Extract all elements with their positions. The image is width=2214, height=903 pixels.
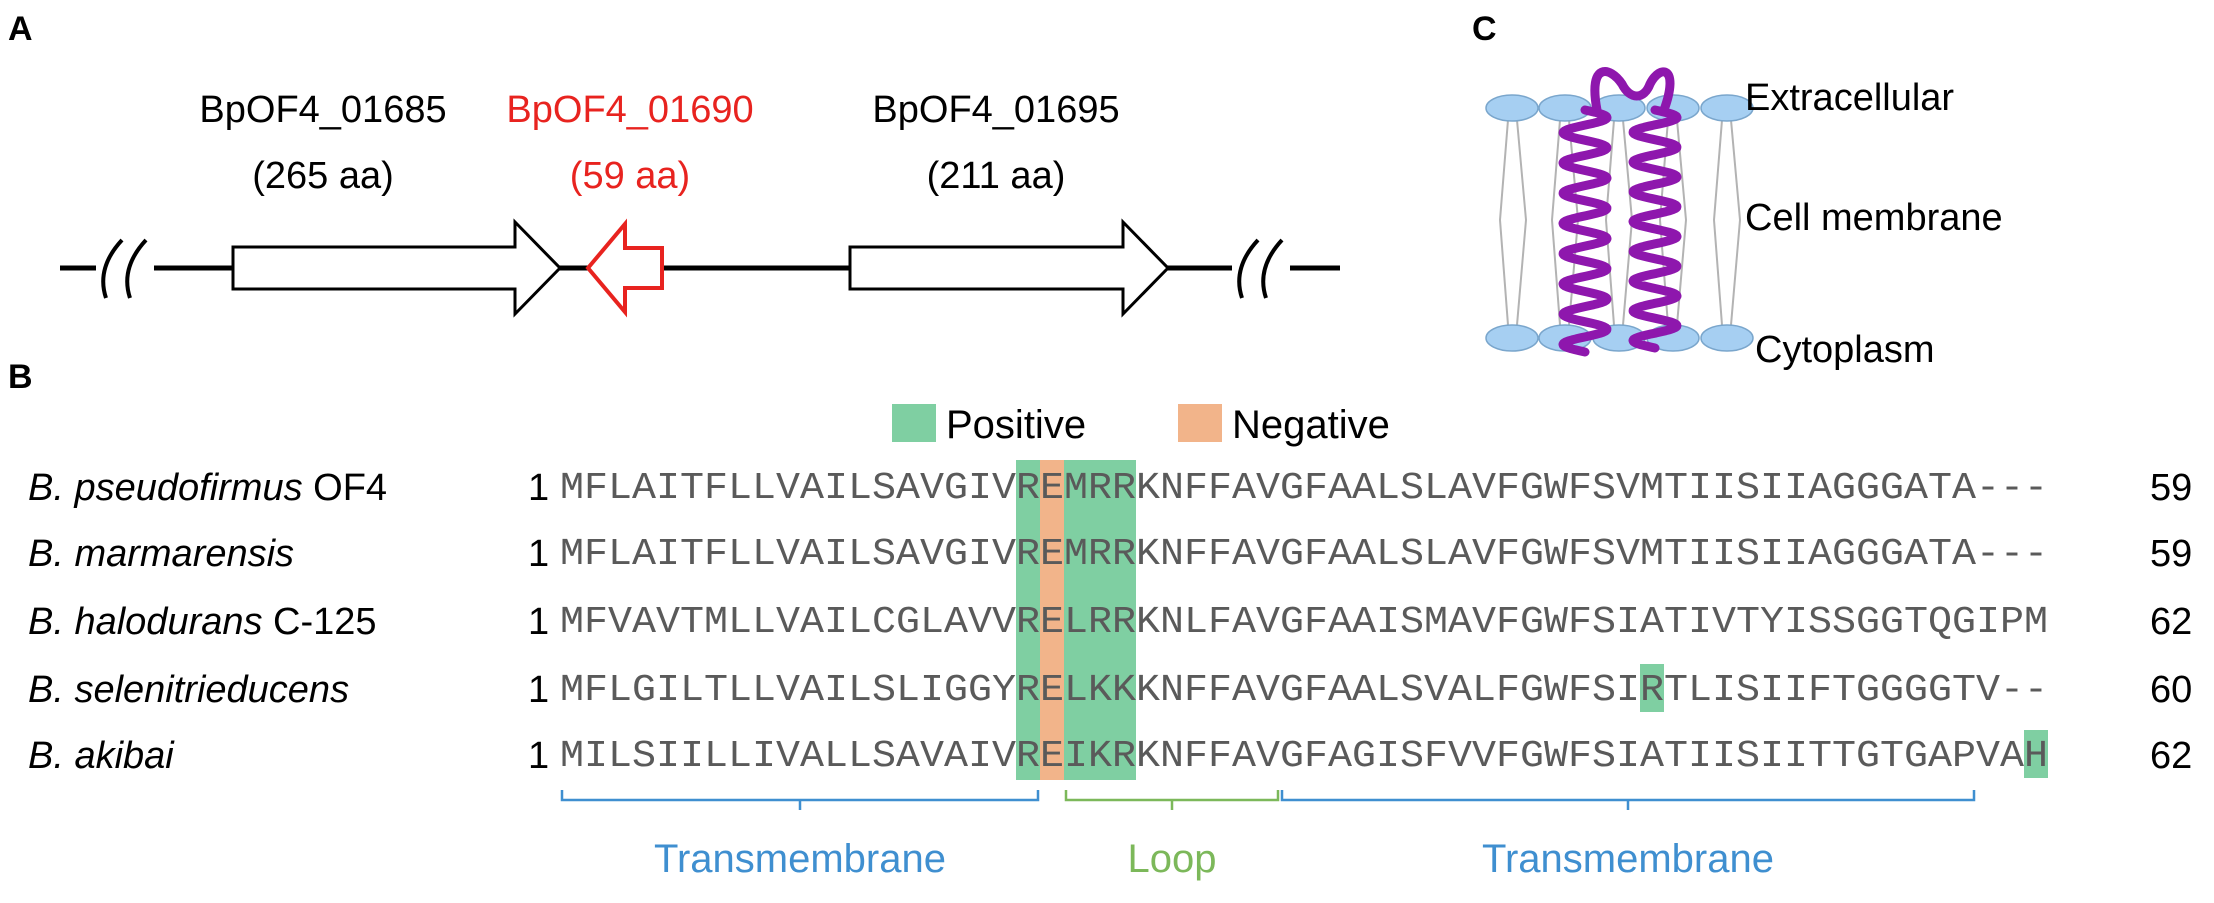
gene-arrow-3 [848,218,1171,318]
start-position: 1 [528,467,549,509]
lipid-heads [1485,94,1754,352]
panel-c-label: C [1472,10,1497,48]
gene-1-name: BpOF4_01685 [199,89,446,131]
lipid-tails [1498,119,1742,326]
species-name: B. halodurans C-125 [28,601,377,643]
region-bracket [560,790,1040,810]
break-mark-right-a [1237,238,1260,299]
lipid-head-top [1485,94,1539,122]
legend-negative-label: Negative [1232,403,1390,447]
cell-membrane-label: Cell membrane [1745,197,2003,239]
gene-2-length: (59 aa) [570,155,690,197]
sequence-row: MFLAITFLLVAILSAVGIVREMRRKNFFAVGFAALSLAVF… [560,467,2048,510]
gene-3-name: BpOF4_01695 [872,89,1119,131]
break-mark-right-b [1261,238,1284,299]
positive-residue-cell [2024,730,2048,778]
sequences: MFLAITFLLVAILSAVGIVREMRRKNFFAVGFAALSLAVF… [560,467,2048,778]
helix-left [1558,105,1612,357]
start-position: 1 [528,601,549,643]
residue-highlights [1016,460,2048,780]
lipid-head-top [1700,94,1754,122]
legend-positive-label: Positive [946,403,1086,447]
start-position: 1 [528,669,549,711]
gene-arrow-1 [231,218,563,318]
panel-b-label: B [8,358,33,396]
positive-residue-column [1088,460,1112,780]
gene-1-length: (265 aa) [252,155,394,197]
positive-residue-column [1016,460,1040,780]
extracellular-label: Extracellular [1745,77,1954,119]
end-position: 62 [2150,601,2192,643]
lipid-head-bottom [1485,324,1539,352]
sequence-row: MFLAITFLLVAILSAVGIVREMRRKNFFAVGFAALSLAVF… [560,533,2048,576]
end-position: 59 [2150,533,2192,575]
region-label-transmembrane-2: Transmembrane [1482,837,1774,881]
gene-arrow-2 [585,218,664,318]
positive-residue-cell [1640,664,1664,712]
cytoplasm-label: Cytoplasm [1755,329,1935,371]
species-name: B. marmarensis [28,533,294,575]
region-bracket [1064,790,1280,810]
helix-right [1628,105,1682,353]
panel-b: B Positive Negative B. pseudofirmus OF4 … [8,358,2192,881]
panel-c: C [1472,10,2003,371]
legend-positive-swatch [892,404,936,442]
end-position: 62 [2150,735,2192,777]
lipid-head-bottom [1700,324,1754,352]
gene-2-name: BpOF4_01690 [506,89,753,131]
legend-negative-swatch [1178,404,1222,442]
panel-a-label: A [8,10,33,48]
negative-residue-column [1040,460,1064,780]
end-position: 59 [2150,467,2192,509]
helix-connecting-loop [1590,67,1675,115]
end-position: 60 [2150,669,2192,711]
species-names: B. pseudofirmus OF4 B. marmarensis B. ha… [28,467,387,777]
region-brackets [560,790,1976,810]
panel-a: A BpOF4_01685 (265 aa) BpOF4_01690 (59 a… [8,10,1340,318]
positive-residue-column [1112,460,1136,780]
sequence-row: MFLGILTLLVAILSLIGGYRELKKKNFFAVGFAALSVALF… [560,669,2048,712]
species-name: B. akibai [28,735,175,777]
start-position: 1 [528,533,549,575]
region-label-loop: Loop [1128,837,1217,881]
gene-3-length: (211 aa) [927,155,1066,197]
sequence-row: MILSIILLIVALLSAVAIVREIKRKNFFAVGFAGISFVVF… [560,735,2048,778]
species-name: B. selenitrieducens [28,669,349,711]
species-name: B. pseudofirmus OF4 [28,467,387,509]
region-bracket [1280,790,1976,810]
break-mark-left-b [125,238,148,299]
start-position: 1 [528,735,549,777]
positive-residue-column [1064,460,1088,780]
start-positions: 1 1 1 1 1 [528,467,549,777]
break-mark-left-a [101,238,124,299]
region-label-transmembrane-1: Transmembrane [654,837,946,881]
sequence-row: MFVAVTMLLVAILCGLAVVRELRRKNLFAVGFAAISMAVF… [560,601,2048,644]
end-positions: 59 59 62 60 62 [2150,467,2192,777]
